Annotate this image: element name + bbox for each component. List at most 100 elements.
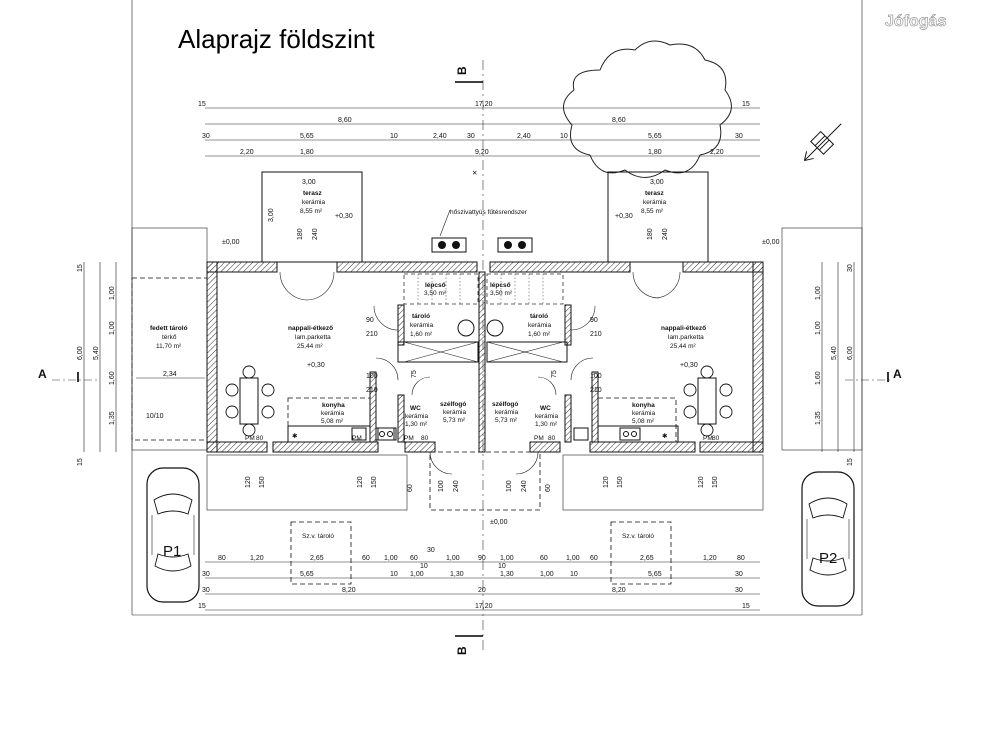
- dim-bot-1n: 1,20: [703, 555, 717, 562]
- living-left-area: 25,44 m²: [297, 343, 323, 350]
- staircase-left: [403, 273, 479, 363]
- dim-bot-1c: 2,65: [310, 555, 324, 562]
- side-left-p3: 1,60: [109, 371, 116, 385]
- dim-bot-2c: 10: [390, 571, 398, 578]
- living-left-finish: lam.parketta: [295, 334, 331, 341]
- garbage-storage-left: [290, 521, 352, 585]
- dim-top-1b: 17,20: [475, 101, 493, 108]
- parking-p2-label: P2: [819, 550, 837, 567]
- living-right-area: 25,44 m²: [670, 343, 696, 350]
- opening-210-l: 210: [366, 331, 378, 338]
- kitchen-right-fridge: [573, 427, 589, 441]
- dim-bot-1h: 90: [478, 555, 486, 562]
- living-right-finish: lam.parketta: [668, 334, 704, 341]
- dim-top-3f: 2,40: [517, 133, 531, 140]
- dim-bot-3b: 8,20: [342, 587, 356, 594]
- entry-right-door: [515, 451, 539, 475]
- heatpump-units: [431, 237, 533, 253]
- opening-100-l: 100: [366, 373, 378, 380]
- dim-bot-2b: 5,65: [300, 571, 314, 578]
- lobby-right-area: 5,73 m²: [495, 417, 518, 424]
- entry-240-l: 240: [453, 480, 460, 492]
- storage-left-area: 1,60 m²: [410, 331, 433, 338]
- win-150-1: 150: [259, 476, 266, 488]
- dim-bot-1o: 80: [737, 555, 745, 562]
- terrace-right-finish: kerámia: [643, 199, 667, 206]
- dim-top-4e: 2,20: [710, 149, 724, 156]
- dim-bot-3c: 20: [478, 587, 486, 594]
- living-right-name: nappali-étkező: [661, 325, 706, 332]
- door-left-w: 180: [297, 228, 304, 240]
- win-150-3: 150: [617, 476, 624, 488]
- storage-left-name: tároló: [412, 313, 430, 320]
- storage-left-door: [373, 305, 399, 331]
- dim-bot-2j: 30: [735, 571, 743, 578]
- terrace-right-level: +0,30: [615, 213, 633, 220]
- dim-axis-x-mark: ✕: [472, 170, 477, 177]
- bottom-dimensions: 80 1,20 2,65 60 1,00 60 1,00 90 1,00 60 …: [198, 547, 760, 611]
- door-left-h: 240: [312, 228, 319, 240]
- terrace-right-name: terasz: [645, 190, 665, 197]
- wc-right-door: [537, 376, 557, 396]
- kitchen-right-stove-icon: [619, 427, 641, 441]
- pm-val-4: 80: [548, 435, 556, 442]
- win-120-2: 120: [357, 476, 364, 488]
- dim-top-3d: 2,40: [433, 133, 447, 140]
- covered-storage-finish: térkő: [162, 334, 177, 341]
- kitchen-left: [287, 397, 371, 443]
- dim-top-2b: 8,60: [612, 117, 626, 124]
- tree-symbol: [563, 40, 732, 178]
- dim-top-4d: 1,80: [648, 149, 662, 156]
- kitchen-left-fridge: [351, 427, 367, 441]
- dim-bot-1f: 60: [410, 555, 418, 562]
- entry-100-r: 100: [506, 480, 513, 492]
- dim-bot-2f: 1,30: [500, 571, 514, 578]
- dim-bot-2h: 10: [570, 571, 578, 578]
- side-left-p6: 15: [77, 458, 84, 466]
- level-zero-left: ±0,00: [222, 239, 240, 246]
- north-arrow-icon: [803, 123, 842, 162]
- covered-storage-note: 10/10: [146, 413, 164, 420]
- dim-top-3h: 5,65: [648, 133, 662, 140]
- storage-right-door: [570, 305, 596, 331]
- covered-storage-name: fedett tároló: [150, 325, 188, 332]
- kitchen-left-name: konyha: [322, 402, 345, 409]
- wc-right-area: 1,30 m²: [535, 421, 558, 428]
- car-p1-icon: [146, 467, 200, 603]
- watermark-logo: Jófogás: [885, 13, 946, 30]
- dim-top-3b: 5,65: [300, 133, 314, 140]
- front-garden-right: [562, 454, 764, 511]
- level-zero-front: ±0,00: [490, 519, 508, 526]
- stair-right-area: 3,50 m²: [490, 290, 513, 297]
- kitchen-left-counter: [287, 425, 371, 443]
- lobby-left-area: 5,73 m²: [443, 417, 466, 424]
- storage-right-finish: kerámia: [528, 322, 552, 329]
- lobby-right-name: szélfogó: [492, 401, 518, 408]
- wc-left-basin: [377, 427, 395, 441]
- entry-60-r: 60: [545, 484, 552, 492]
- side-dimensions-right: 6,00 5,40 1,00 1,00 1,60 1,35 30 15: [815, 262, 855, 466]
- dim-bot-2e: 1,30: [450, 571, 464, 578]
- dim-bot-2d: 1,00: [410, 571, 424, 578]
- heatpump-leader: [439, 209, 451, 237]
- car-p2-icon: [801, 471, 855, 607]
- opening-75-r: 75: [551, 370, 558, 378]
- dim-top-2a: 8,60: [338, 117, 352, 124]
- top-dimensions: 15 17,20 15 8,60 8,60 30 5,65 10 2,40 30…: [198, 101, 760, 157]
- dim-bot-4c: 15: [742, 603, 750, 610]
- terrace-right-dim: 3,00: [650, 179, 664, 186]
- garbage-right-label: Sz.v. tároló: [622, 533, 654, 540]
- opening-210b-r: 210: [590, 387, 602, 394]
- side-left-inner: 5,40: [93, 346, 100, 360]
- wc-left-area: 1,30 m²: [405, 421, 428, 428]
- terrace-left-finish: kerámia: [302, 199, 326, 206]
- dim-top-3i: 30: [735, 133, 743, 140]
- kitchen-left-area: 5,08 m²: [321, 418, 344, 425]
- dim-top-4b: 1,80: [300, 149, 314, 156]
- entry-60-l: 60: [407, 484, 414, 492]
- opening-90-r: 90: [590, 317, 598, 324]
- side-right-p6: 15: [847, 458, 854, 466]
- dim-bot-4a: 15: [198, 603, 206, 610]
- lobby-right-finish: kerámia: [495, 409, 519, 416]
